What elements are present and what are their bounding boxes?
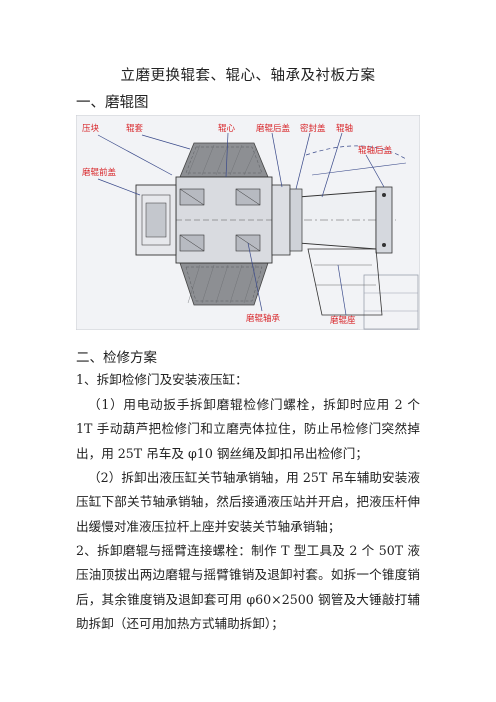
label-roller-bearing: 磨辊轴承 (246, 313, 281, 324)
label-roller-seat: 磨辊座 (330, 315, 356, 326)
roller-diagram-figure: 压块 辊套 辊心 磨辊后盖 密封盖 辊轴 辊轴后盖 磨辊前盖 磨辊轴承 磨辊座 (76, 115, 420, 330)
label-roller-sleeve: 辊套 (126, 123, 144, 134)
roller-diagram-drawing: 压块 辊套 辊心 磨辊后盖 密封盖 辊轴 辊轴后盖 磨辊前盖 磨辊轴承 磨辊座 (76, 115, 420, 330)
label-press-block: 压块 (82, 123, 100, 134)
label-roller-core: 辊心 (218, 123, 236, 134)
label-roller-shaft: 辊轴 (336, 123, 353, 134)
step-1-heading: 1、拆卸检修门及安装液压缸： (76, 372, 248, 387)
label-shaft-rear-cover: 辊轴后盖 (358, 145, 393, 156)
section-heading-roller-diagram: 一、磨辊图 (76, 95, 149, 111)
document-title: 立磨更换辊套、辊心、轴承及衬板方案 (120, 68, 376, 84)
label-seal-cover: 密封盖 (300, 123, 326, 134)
step-1-substep-2: （2）拆卸出液压缸关节轴承销轴，用 25T 吊车辅助安装液压缸下部关节轴承销轴，… (76, 470, 420, 534)
label-roller-front-cover: 磨辊前盖 (82, 167, 117, 178)
step-1-substep-1: （1）用电动扳手拆卸磨辊检修门螺栓，拆卸时应用 2 个 1T 手动葫芦把检修门和… (76, 397, 420, 461)
section-heading-maintenance-plan: 二、检修方案 (76, 350, 157, 366)
label-roller-rear-cover: 磨辊后盖 (256, 123, 291, 134)
step-2-paragraph: 2、拆卸磨辊与摇臂连接螺栓：制作 T 型工具及 2 个 50T 液压油顶拔出两边… (76, 543, 420, 631)
